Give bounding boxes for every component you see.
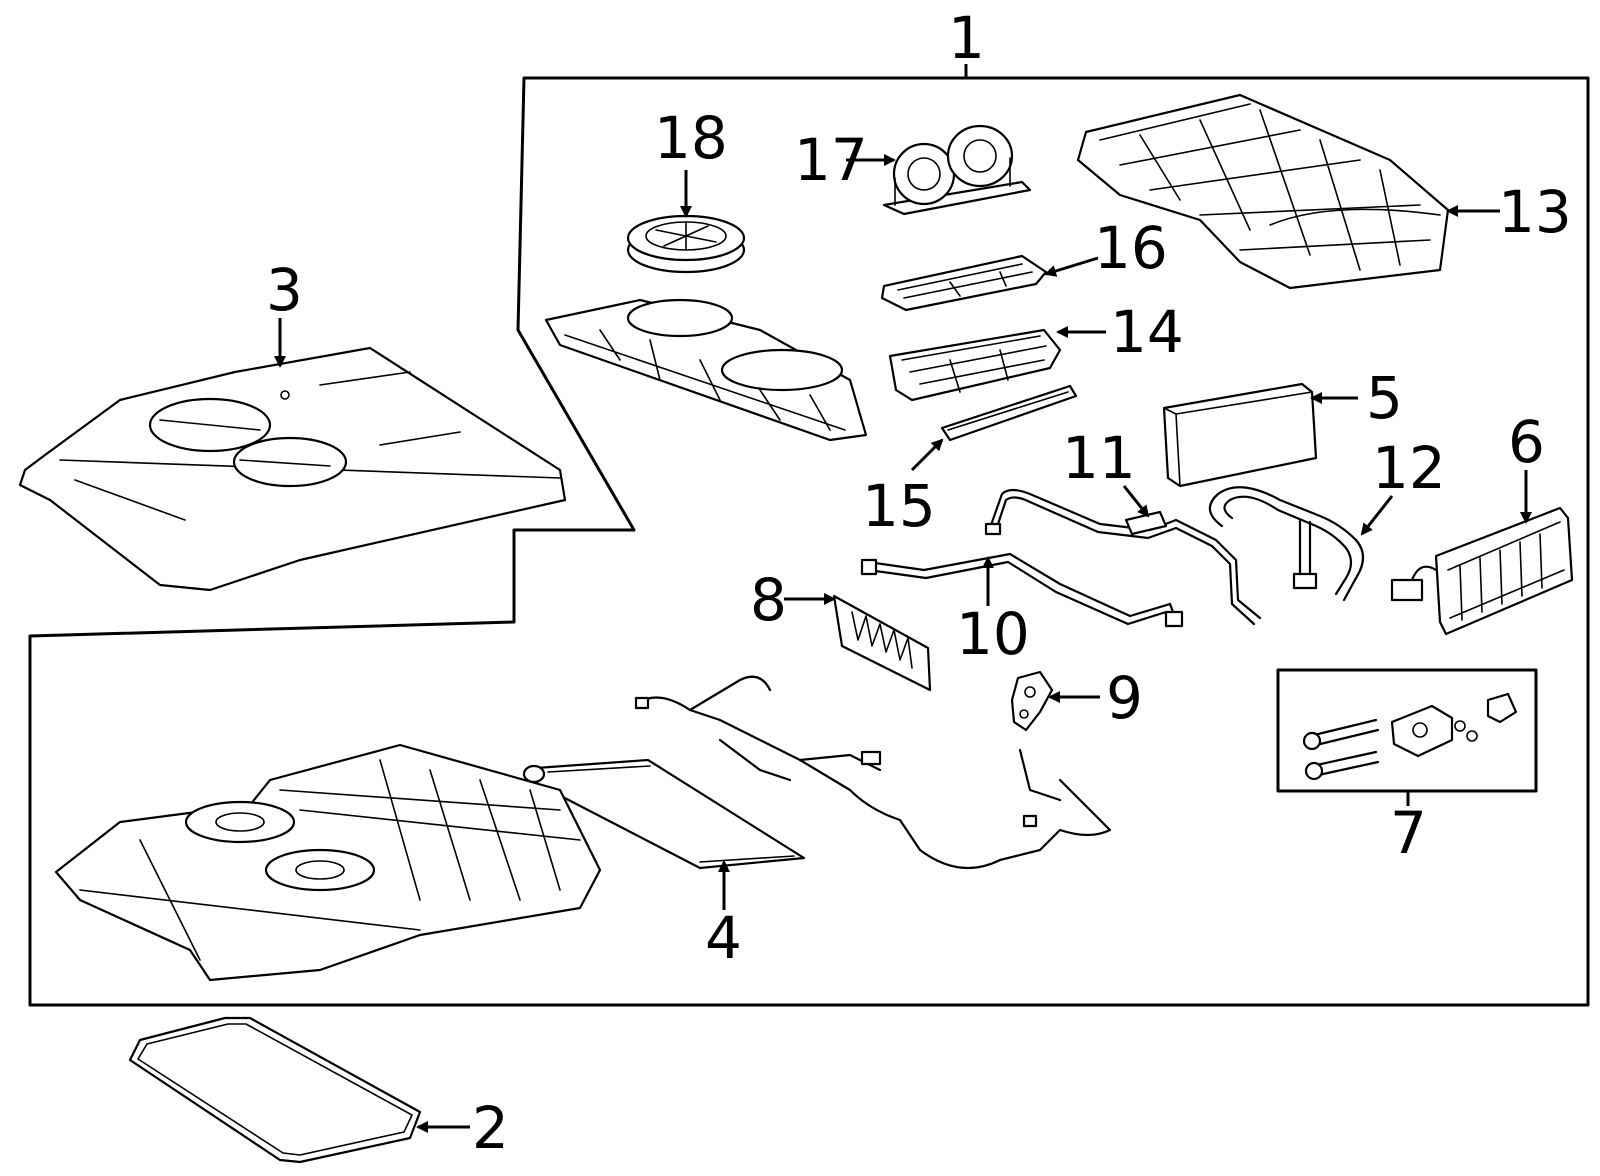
callout-7: 7 [1390, 799, 1427, 867]
callout-10: 10 [956, 600, 1030, 668]
part-8-grille [832, 594, 932, 692]
callout-1: 1 [948, 4, 985, 72]
part-9-actuator [1010, 670, 1054, 732]
part-11-pipe [984, 488, 1262, 626]
case-housing-upper [544, 298, 868, 442]
callout-3: 3 [266, 256, 303, 324]
part-13-case [1076, 93, 1450, 290]
part-7-hardware [1276, 668, 1538, 793]
callout-5: 5 [1366, 364, 1403, 432]
leaders [274, 154, 1532, 1133]
callout-6: 6 [1508, 408, 1545, 476]
callout-4: 4 [705, 904, 742, 972]
callout-12: 12 [1372, 434, 1446, 502]
part-3-cover [18, 346, 567, 592]
callout-18: 18 [654, 104, 728, 172]
wire-harness [634, 675, 1112, 870]
callout-9: 9 [1106, 664, 1143, 732]
callout-2: 2 [472, 1094, 509, 1162]
part-12-hose [1208, 486, 1365, 602]
part-5-filter [1162, 382, 1318, 488]
part-17-blower [882, 124, 1032, 216]
assembly-boundary [28, 76, 1590, 1007]
callout-17: 17 [794, 126, 868, 194]
part-14-case [888, 328, 1062, 402]
leader-12 [1360, 495, 1394, 536]
part-6-heater-core [1390, 506, 1574, 636]
callout-13: 13 [1498, 178, 1572, 246]
callout-11: 11 [1062, 424, 1136, 492]
callout-labels: 1 2 3 4 5 6 7 8 9 10 11 12 13 14 15 16 1… [266, 4, 1572, 1162]
callout-15: 15 [862, 472, 936, 540]
callout-14: 14 [1110, 298, 1184, 366]
case-housing-lower [54, 743, 602, 982]
part-4-evaporator [522, 758, 806, 870]
part-16-frame [880, 254, 1048, 312]
callout-16: 16 [1094, 214, 1168, 282]
callout-8: 8 [750, 566, 787, 634]
leader-16 [1044, 256, 1099, 277]
leader-15 [910, 438, 944, 472]
part-2-seal [128, 1016, 422, 1164]
leader-11 [1122, 485, 1150, 518]
part-15-gasket [940, 384, 1078, 442]
part-18-ring [626, 214, 746, 274]
part-10-pipe [860, 552, 1184, 628]
